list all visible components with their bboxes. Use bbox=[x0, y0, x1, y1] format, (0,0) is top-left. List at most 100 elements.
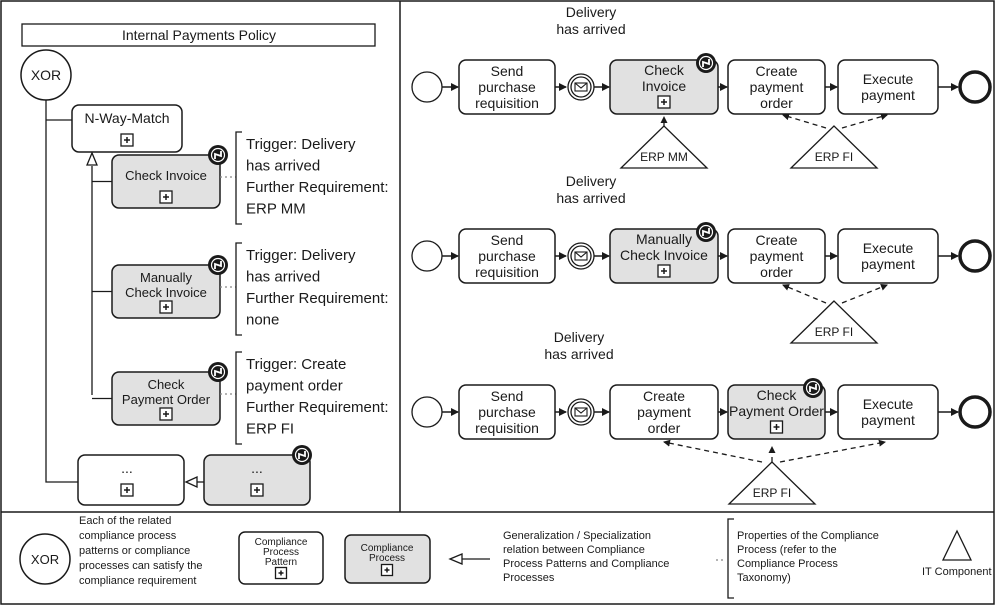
compliance-process-0: Check Invoice bbox=[111, 145, 228, 209]
component-link bbox=[782, 284, 827, 304]
task-label: Send bbox=[491, 232, 524, 248]
component-link bbox=[663, 439, 763, 463]
task-label: payment bbox=[750, 248, 804, 264]
it-component-label: ERP MM bbox=[640, 150, 688, 164]
subprocess-marker-icon bbox=[274, 566, 288, 580]
property-text: has arrived bbox=[246, 158, 320, 175]
task-box bbox=[111, 154, 221, 209]
it-component-icon bbox=[619, 125, 709, 169]
legend-it-component-icon bbox=[941, 529, 973, 561]
task-label: Check bbox=[644, 62, 685, 78]
subprocess-marker-icon bbox=[159, 407, 173, 421]
task-label: Send bbox=[491, 63, 524, 79]
legend-generalization-text: relation between Compliance bbox=[503, 544, 645, 556]
pattern-box-nway bbox=[71, 104, 183, 153]
legend-xor-text: processes can satisfy the bbox=[79, 560, 203, 572]
legend-pattern-label: Compliance bbox=[255, 537, 308, 548]
task-label: Execute bbox=[863, 71, 914, 87]
it-component-0: ERP MM bbox=[619, 125, 709, 169]
legend-generalization-text: Generalization / Specialization bbox=[503, 530, 651, 542]
property-text: Trigger: Delivery bbox=[246, 136, 356, 153]
compliance-badge-icon bbox=[696, 222, 716, 242]
policy-title: Internal Payments Policy bbox=[122, 27, 276, 43]
intermediate-message-event-icon bbox=[567, 73, 595, 101]
legend-properties-text: Compliance Process bbox=[737, 558, 838, 570]
generalization-arrow-icon bbox=[86, 151, 98, 166]
process-label: Check Invoice bbox=[125, 168, 207, 183]
subprocess-marker-icon bbox=[159, 300, 173, 314]
task-label: order bbox=[760, 264, 793, 280]
subprocess-marker-icon bbox=[159, 190, 173, 204]
subprocess-marker-icon bbox=[380, 563, 394, 577]
event-label: Delivery bbox=[566, 4, 617, 20]
legend-xor-text: compliance requirement bbox=[79, 575, 196, 587]
task-label: order bbox=[648, 420, 681, 436]
task-label: purchase bbox=[478, 404, 536, 420]
end-event bbox=[958, 395, 992, 429]
it-component-icon bbox=[789, 300, 879, 344]
subprocess-marker-icon bbox=[769, 420, 784, 434]
task-label: Create bbox=[643, 388, 685, 404]
legend-xor-text: compliance process bbox=[79, 530, 177, 542]
ellipsis-label: ... bbox=[121, 460, 133, 476]
task-label: Payment Order bbox=[729, 403, 824, 419]
subprocess-marker-icon bbox=[120, 133, 134, 147]
property-text: Further Requirement: bbox=[246, 290, 389, 307]
pattern-box-ellipsis bbox=[77, 454, 185, 506]
it-component-label: ERP FI bbox=[815, 325, 853, 339]
process-box-ellipsis bbox=[203, 454, 311, 506]
it-component-0: ERP FI bbox=[789, 300, 879, 344]
task-label: requisition bbox=[475, 264, 539, 280]
legend-properties-text: Process (refer to the bbox=[737, 544, 837, 556]
task-label: payment bbox=[861, 256, 915, 272]
legend-xor-text: Each of the related bbox=[79, 515, 171, 527]
legend-generalization-text: Process Patterns and Compliance bbox=[503, 558, 669, 570]
it-component-label: ERP FI bbox=[753, 486, 791, 500]
event-label: has arrived bbox=[556, 21, 625, 37]
task-label: purchase bbox=[478, 79, 536, 95]
property-text: ERP FI bbox=[246, 421, 294, 438]
task-label: Execute bbox=[863, 240, 914, 256]
property-text: payment order bbox=[246, 378, 343, 395]
properties-bracket bbox=[235, 131, 242, 225]
properties-bracket bbox=[235, 242, 242, 336]
end-event bbox=[958, 239, 992, 273]
task-label: payment bbox=[861, 412, 915, 428]
task-label: Manually bbox=[636, 231, 692, 247]
process-label: Check Invoice bbox=[125, 285, 207, 300]
task-label: payment bbox=[750, 79, 804, 95]
legend-process-box bbox=[344, 534, 431, 584]
it-component-label: ERP FI bbox=[815, 150, 853, 164]
start-event bbox=[411, 240, 443, 272]
compliance-badge-icon bbox=[696, 53, 716, 73]
compliance-badge-icon bbox=[208, 255, 228, 275]
subprocess-marker-icon bbox=[657, 264, 671, 278]
task-label: Send bbox=[491, 388, 524, 404]
end-event bbox=[958, 70, 992, 104]
task-label: payment bbox=[861, 87, 915, 103]
subprocess-marker-icon bbox=[657, 95, 671, 109]
policy-title-box bbox=[21, 23, 376, 47]
it-component-0: ERP FI bbox=[727, 461, 817, 505]
intermediate-message-event-icon bbox=[567, 242, 595, 270]
policy-hierarchy-panel: Internal Payments PolicyXORN-Way-MatchCh… bbox=[20, 23, 389, 506]
event-label: Delivery bbox=[566, 173, 617, 189]
task-label: Execute bbox=[863, 396, 914, 412]
legend-properties-bracket bbox=[727, 518, 734, 599]
legend-xor-node bbox=[19, 533, 71, 585]
property-text: Further Requirement: bbox=[246, 179, 389, 196]
